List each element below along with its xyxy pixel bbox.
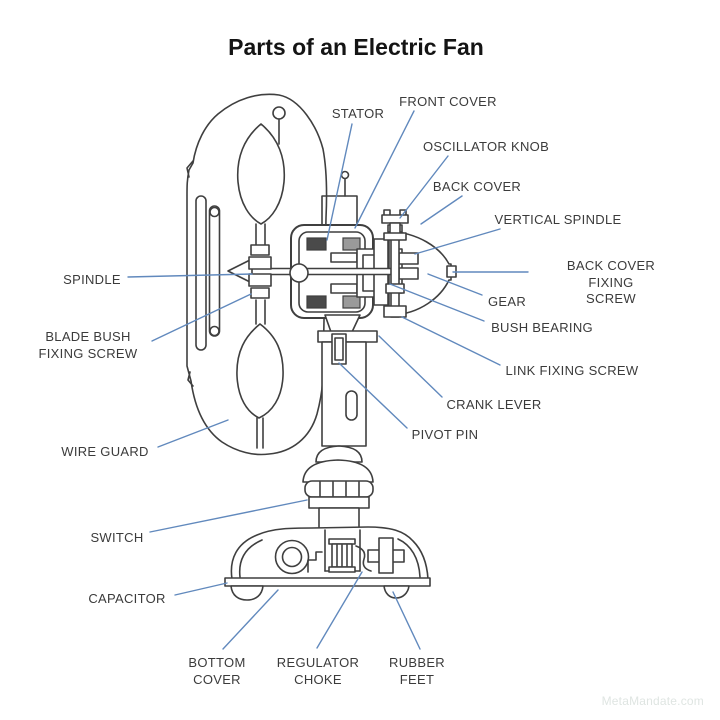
leader-wire-guard	[157, 419, 229, 448]
base-wire	[355, 545, 372, 572]
label-oscillator-knob: OSCILLATOR KNOB	[422, 139, 550, 154]
leader-bush-bearing	[389, 283, 485, 322]
guard-top-knob	[272, 106, 286, 120]
label-rubber-feet: RUBBER FEET	[389, 655, 445, 687]
leader-regulator-choke	[316, 571, 363, 649]
leader-back-cover	[420, 195, 463, 225]
label-pivot-pin: PIVOT PIN	[411, 427, 479, 442]
oscillator-knob-boss	[383, 232, 407, 241]
label-spindle: SPINDLE	[63, 272, 121, 287]
leader-switch	[149, 499, 308, 533]
label-switch: SWITCH	[90, 530, 144, 545]
blade-bush-collar	[248, 256, 272, 270]
switch-bell	[302, 459, 374, 483]
front-bearing-ball	[289, 263, 309, 283]
stator-winding	[342, 295, 361, 309]
leader-spindle	[127, 273, 253, 278]
label-crank-lever: CRANK LEVER	[446, 397, 542, 412]
label-bottom-cover: BOTTOM COVER	[188, 655, 246, 687]
leader-vertical-spindle	[414, 228, 501, 255]
stator-winding	[306, 237, 327, 251]
label-wire-guard: WIRE GUARD	[61, 444, 149, 459]
guard-clip-bottom	[187, 371, 194, 387]
leader-bottom-cover	[222, 589, 279, 650]
blade-bush-collar	[250, 287, 270, 299]
switch-collar	[308, 496, 370, 509]
guard-mount-bracket	[321, 195, 358, 225]
label-vertical-spindle: VERTICAL SPINDLE	[494, 212, 622, 227]
column-flare	[315, 445, 363, 463]
label-bush-bearing: BUSH BEARING	[491, 320, 593, 335]
base-drawing	[224, 526, 431, 601]
oscillator-knob-drawing	[381, 214, 409, 224]
label-back-cover-fixing-screw: BACK COVER FIXING SCREW	[566, 258, 656, 306]
leader-link-fixing-screw	[401, 316, 501, 366]
rubber-foot-right	[383, 585, 410, 599]
rubber-foot-left	[230, 585, 264, 601]
mount-screw-head	[340, 170, 350, 180]
base-inner-right	[397, 538, 421, 578]
choke-flange	[328, 566, 356, 573]
label-stator: STATOR	[331, 106, 385, 121]
blade-bush-collar	[248, 273, 272, 287]
label-link-fixing-screw: LINK FIXING SCREW	[505, 363, 639, 378]
blade-bush-collar	[250, 244, 270, 256]
guard-ring-inner	[208, 205, 221, 337]
leader-stator	[326, 123, 353, 241]
stator-winding	[342, 237, 361, 251]
label-back-cover: BACK COVER	[432, 179, 522, 194]
guard-ring-ball-top	[209, 206, 220, 218]
guard-clip-top	[186, 160, 194, 178]
leader-oscillator-knob	[399, 155, 449, 219]
stator-winding	[306, 295, 327, 309]
guard-ring-outer	[195, 195, 207, 351]
leader-lines	[127, 110, 529, 650]
motor-head-drawing	[227, 170, 457, 319]
leader-crank-lever	[378, 335, 443, 398]
wire-guard-outline	[186, 93, 328, 456]
label-regulator-choke: REGULATOR CHOKE	[276, 655, 360, 687]
bottom-cover-drawing	[224, 577, 431, 587]
fan-blade-bottom	[236, 323, 284, 419]
leader-front-cover	[354, 110, 415, 229]
bush-bearing-drawing	[385, 283, 405, 294]
column-capsule	[345, 390, 358, 421]
fan-blade-top	[236, 123, 286, 225]
guard-ring-ball-bottom	[209, 325, 220, 337]
wire-guard-drawing	[186, 93, 328, 456]
leader-blade-bush-fixing-screw	[151, 293, 252, 342]
crank-lever-mount	[324, 314, 361, 333]
label-blade-bush-fixing-screw: BLADE BUSH FIXING SCREW	[38, 329, 138, 361]
label-gear: GEAR	[487, 294, 527, 309]
base-bracket	[307, 551, 323, 573]
watermark: MetaMandate.com	[601, 694, 704, 708]
capacitor-inner	[281, 546, 303, 568]
cross-block-v	[378, 537, 394, 574]
vertical-spindle-drawing	[390, 228, 400, 318]
page-title: Parts of an Electric Fan	[228, 34, 484, 60]
gear-drawing	[398, 267, 419, 280]
leader-rubber-feet	[392, 591, 421, 650]
switch-drawing	[304, 480, 374, 498]
pivot-pin-drawing	[334, 337, 344, 361]
label-capacitor: CAPACITOR	[88, 591, 166, 606]
leader-gear	[427, 273, 483, 296]
base-inner-left	[238, 539, 263, 578]
label-front-cover: FRONT COVER	[399, 94, 497, 109]
spinner-cone	[227, 258, 253, 284]
crank-bracket-plate	[317, 330, 378, 343]
leader-pivot-pin	[338, 362, 408, 429]
leader-capacitor	[174, 582, 228, 596]
link-foot	[383, 305, 407, 318]
